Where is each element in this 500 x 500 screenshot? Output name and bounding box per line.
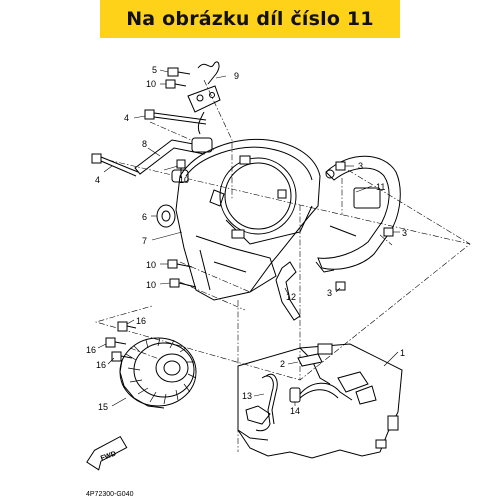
callout-6: 6 — [142, 212, 147, 222]
leader-lines — [97, 69, 400, 407]
callout-14: 14 — [290, 406, 300, 416]
part-15-flywheel — [119, 337, 197, 409]
part-11-air-shroud — [315, 155, 401, 273]
part-2-block — [297, 353, 323, 367]
callout-11: 11 — [376, 182, 385, 192]
callout-16: 16 — [86, 345, 96, 355]
callout-7: 7 — [142, 236, 147, 246]
part-5-screw — [167, 67, 191, 77]
callout-10: 10 — [146, 260, 156, 270]
part-12-guide — [275, 261, 301, 321]
part-13-wire — [255, 373, 278, 432]
callout-3: 3 — [327, 288, 332, 298]
callout-10: 10 — [146, 79, 156, 89]
callout-12: 12 — [286, 292, 296, 302]
part-9-bracket — [187, 61, 221, 135]
fwd-arrow-icon: FWD — [86, 435, 128, 471]
callout-1: 1 — [400, 348, 405, 358]
callout-4: 4 — [95, 175, 100, 185]
callout-8: 8 — [142, 139, 147, 149]
part-4-bolt-upper — [144, 109, 207, 125]
title-banner: Na obrázku díl číslo 11 — [100, 0, 400, 38]
part-10-bolt-top — [165, 79, 187, 89]
part-4-bolt-lower — [91, 153, 139, 177]
exploded-parts-diagram: 5 9 10 4 8 10 4 6 7 10 10 3 11 3 3 12 16… — [86, 61, 471, 498]
part-10-bolt-mid — [176, 159, 186, 178]
part-1-crankcase — [237, 343, 403, 459]
part-7-shroud — [175, 138, 321, 301]
callout-numbers: 5 9 10 4 8 10 4 6 7 10 10 3 11 3 3 12 16… — [86, 65, 407, 416]
callout-16: 16 — [96, 360, 106, 370]
callout-3: 3 — [358, 161, 363, 171]
callout-4: 4 — [124, 113, 129, 123]
callout-2: 2 — [280, 359, 285, 369]
banner-title: Na obrázku díl číslo 11 — [126, 8, 374, 30]
callout-3: 3 — [402, 228, 407, 238]
callout-13: 13 — [242, 391, 252, 401]
diagram-code: 4P72300-G040 — [86, 491, 134, 498]
part-6-grommet — [156, 204, 176, 228]
callout-9: 9 — [234, 71, 239, 81]
callout-15: 15 — [98, 402, 108, 412]
callout-16: 16 — [136, 316, 146, 326]
callout-5: 5 — [152, 65, 157, 75]
callout-10: 10 — [146, 280, 156, 290]
callout-10: 10 — [179, 175, 189, 185]
part-16-bolts — [105, 321, 137, 362]
